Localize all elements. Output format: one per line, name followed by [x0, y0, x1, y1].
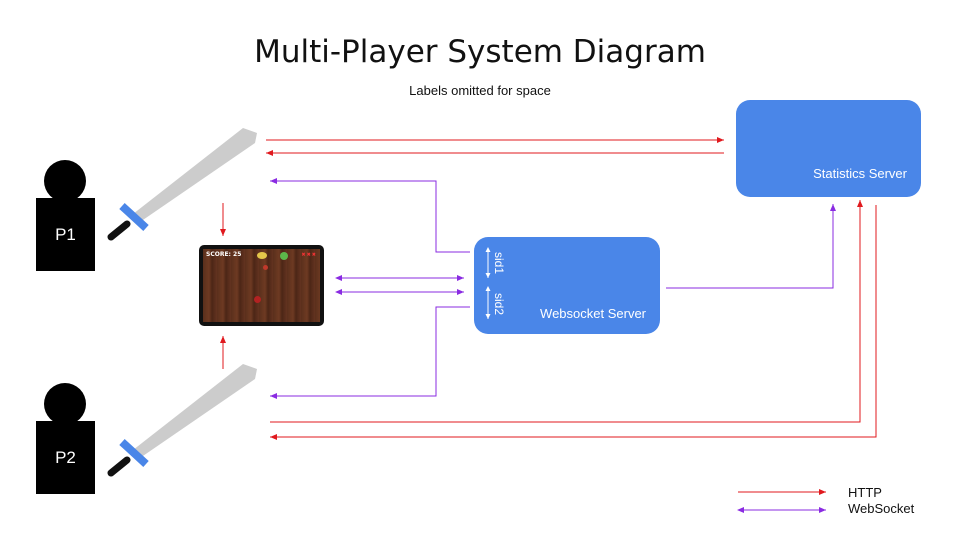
fruit-icon [254, 296, 261, 303]
fruit-icon [263, 265, 268, 270]
game-lives: ✖✖✖ [301, 252, 317, 258]
diagram-subtitle: Labels omitted for space [409, 83, 551, 98]
sword-1-icon [107, 128, 257, 241]
sword-2-icon [107, 364, 257, 477]
player-1-head [44, 160, 86, 202]
websocket-server-label: Websocket Server [540, 306, 646, 321]
player-2-label: P2 [36, 421, 95, 494]
sid-arrows [485, 247, 491, 319]
game-score: SCORE: 25 [206, 251, 242, 258]
game-screen-display: SCORE: 25 ✖✖✖ [203, 249, 320, 322]
player-2: P2 [36, 383, 95, 495]
legend-websocket-label: WebSocket [848, 501, 915, 516]
statistics-server: Statistics Server [736, 100, 921, 197]
sid2-label: sid2 [492, 292, 507, 316]
statistics-server-label: Statistics Server [813, 166, 907, 181]
game-screen: SCORE: 25 ✖✖✖ [199, 245, 324, 326]
fruit-icon [257, 252, 267, 259]
player-2-head [44, 383, 86, 425]
player-1: P1 [36, 160, 95, 272]
diagram-title: Multi-Player System Diagram [254, 34, 706, 70]
ws-arrow-server-to-p2 [270, 306, 470, 399]
http-arrow-stats-to-p2 [270, 205, 877, 440]
http-arrow-p2-to-stats [270, 200, 863, 423]
ws-arrow-server-to-p1 [270, 178, 470, 253]
websocket-server: sid1 sid2 Websocket Server [474, 237, 660, 334]
sid1-label: sid1 [492, 251, 507, 275]
legend-http-label: HTTP [848, 485, 882, 500]
fruit-icon [280, 252, 288, 260]
ws-arrow-server-to-stats [666, 204, 836, 289]
player-1-label: P1 [36, 198, 95, 271]
